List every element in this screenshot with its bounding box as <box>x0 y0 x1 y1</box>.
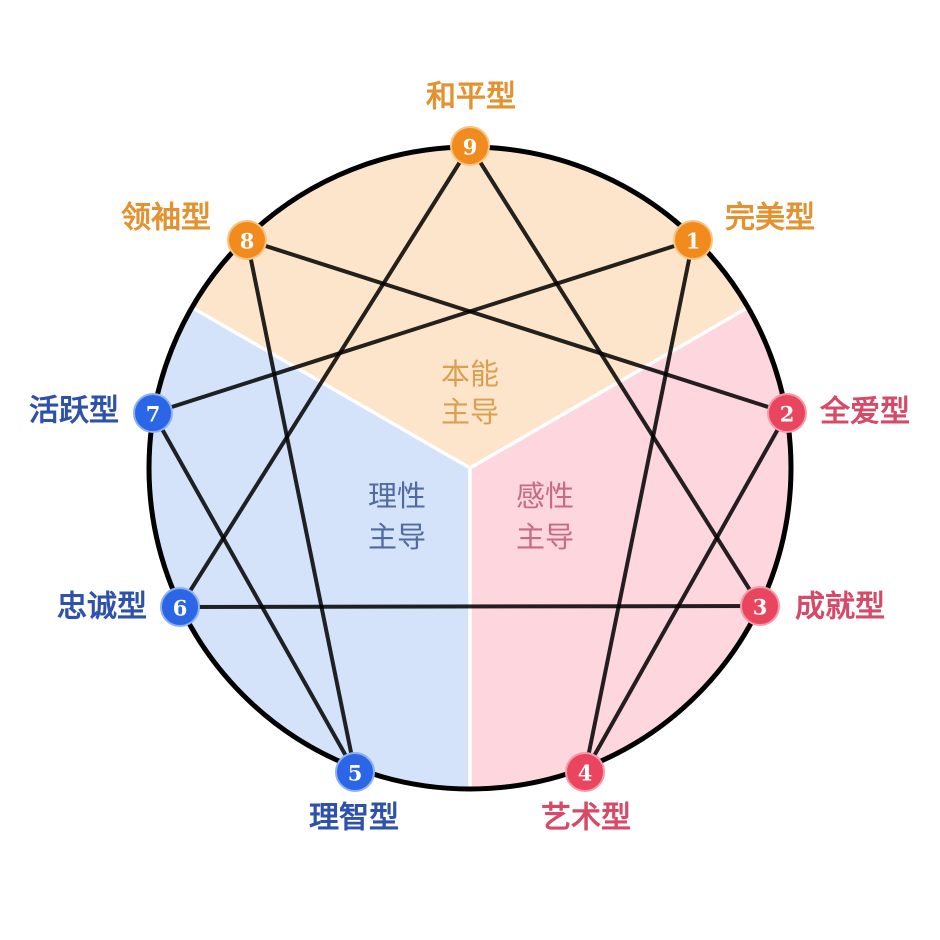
label-type-6: 忠诚型 <box>57 590 147 625</box>
node-number: 9 <box>463 135 478 160</box>
node-2: 2 <box>767 393 807 433</box>
node-circle <box>740 586 780 626</box>
node-4: 4 <box>565 752 605 792</box>
node-number: 7 <box>146 402 161 427</box>
thinking-center-line2: 主导 <box>368 520 426 554</box>
connection-9-3 <box>468 144 762 608</box>
connection-lines <box>151 144 789 774</box>
connection-7-1 <box>151 238 695 415</box>
feeling-center-line2: 主导 <box>516 520 574 554</box>
node-circle <box>565 752 605 792</box>
node-8: 8 <box>227 220 267 260</box>
connection-6-9 <box>178 144 472 609</box>
connection-2-8 <box>245 238 789 415</box>
instinct-center-line2: 主导 <box>441 395 499 429</box>
node-number: 6 <box>173 596 188 621</box>
node-circle <box>767 393 807 433</box>
node-circle <box>227 220 267 260</box>
label-type-1: 完美型 <box>725 201 815 236</box>
node-circle <box>160 587 200 627</box>
node-circle <box>335 752 375 792</box>
node-7: 7 <box>133 393 173 433</box>
region-dividers <box>192 306 748 788</box>
label-type-7: 活跃型 <box>29 394 119 429</box>
connection-3-6 <box>178 604 762 609</box>
node-number: 4 <box>578 761 593 786</box>
connection-4-2 <box>583 411 789 774</box>
node-number: 2 <box>780 402 795 427</box>
node-circle <box>450 126 490 166</box>
nodes: 9 1 2 3 4 5 6 <box>133 126 807 792</box>
divider-line <box>469 306 748 470</box>
node-number: 5 <box>348 761 363 786</box>
feeling-center-line1: 感性 <box>516 479 574 513</box>
node-number: 8 <box>240 229 255 254</box>
label-type-5: 理智型 <box>309 801 399 836</box>
label-type-8: 领袖型 <box>121 201 211 236</box>
connection-8-5 <box>245 238 357 774</box>
label-type-2: 全爱型 <box>819 395 910 430</box>
center-labels: 本能 主导 理性 主导 感性 主导 <box>368 357 574 554</box>
node-circle <box>673 220 713 260</box>
label-type-9: 和平型 <box>426 80 516 115</box>
label-type-3: 成就型 <box>795 590 885 625</box>
instinct-center-line1: 本能 <box>441 357 499 391</box>
divider-line <box>192 306 471 470</box>
thinking-center-line1: 理性 <box>368 479 426 513</box>
node-number: 1 <box>686 229 701 254</box>
instinct-region <box>193 148 747 468</box>
node-9: 9 <box>450 126 490 166</box>
node-6: 6 <box>160 587 200 627</box>
node-5: 5 <box>335 752 375 792</box>
connection-5-7 <box>151 411 357 774</box>
node-3: 3 <box>740 586 780 626</box>
connection-1-4 <box>583 238 695 774</box>
node-number: 3 <box>753 595 768 620</box>
node-1: 1 <box>673 220 713 260</box>
label-type-4: 艺术型 <box>541 801 631 836</box>
type-labels: 和平型 完美型 全爱型 成就型 艺术型 理智型 忠诚型 活跃型 领袖型 <box>29 80 910 836</box>
node-circle <box>133 393 173 433</box>
